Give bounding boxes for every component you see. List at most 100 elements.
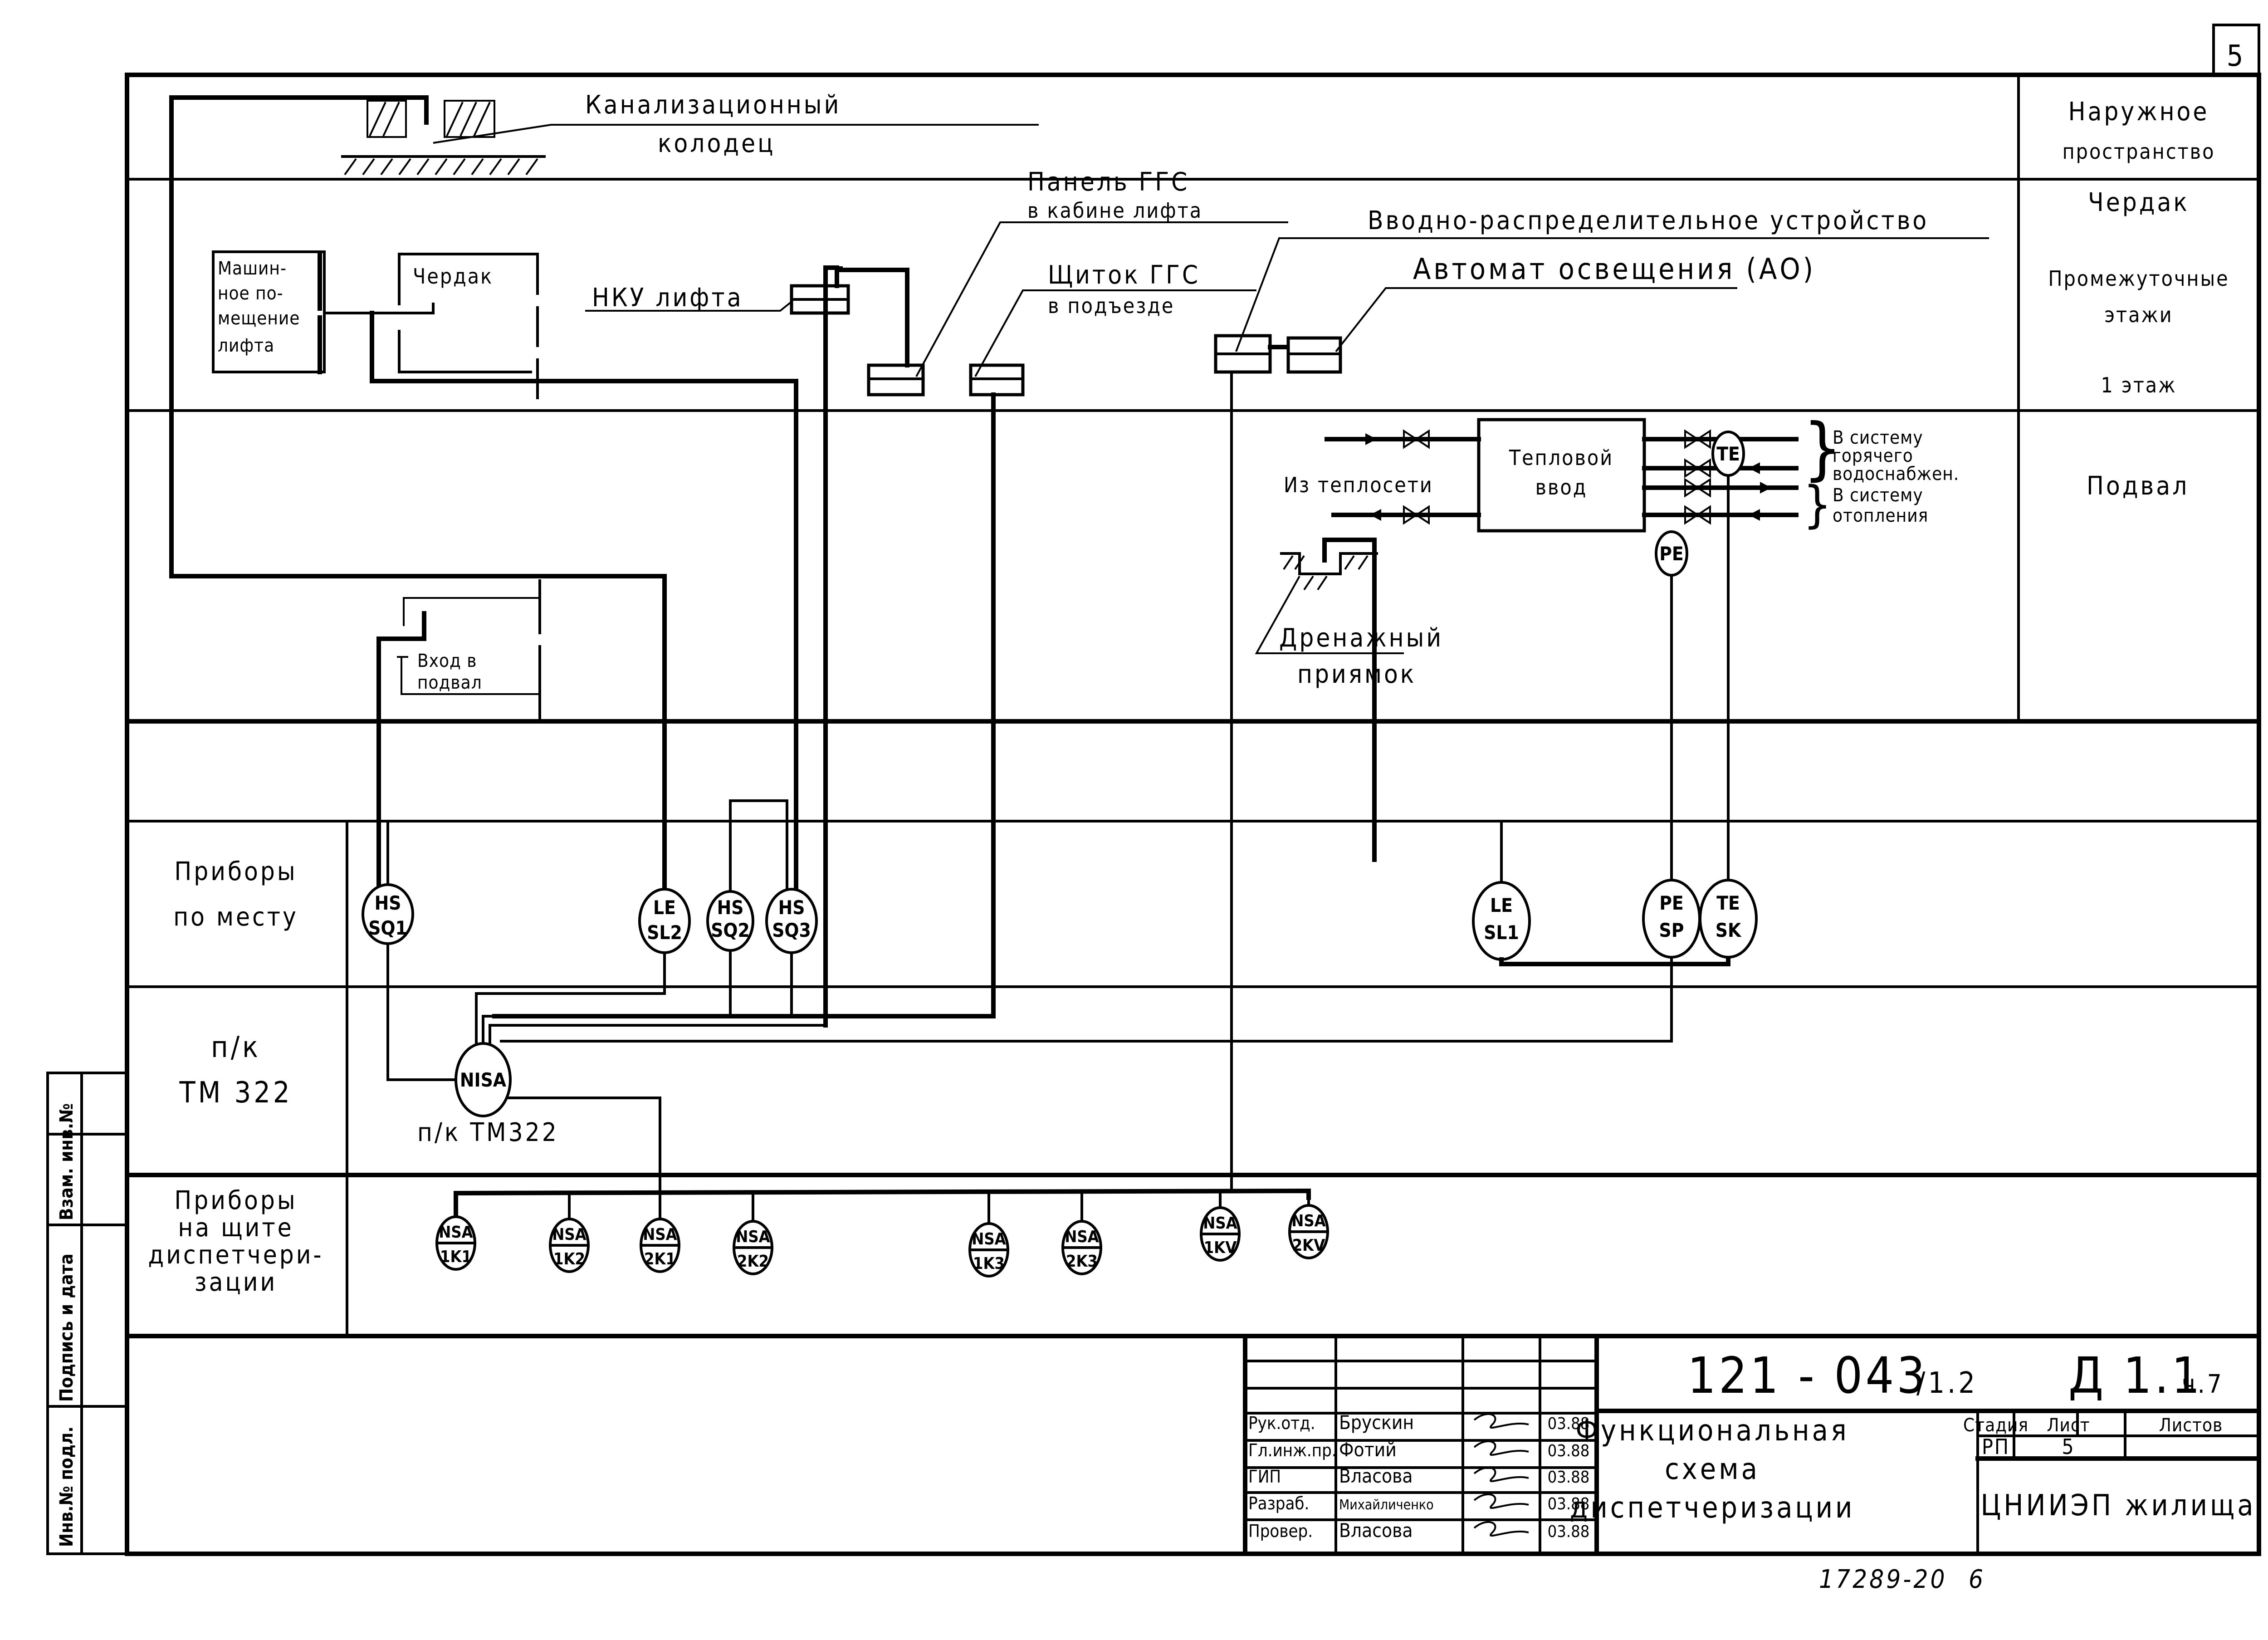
zone-labels: Наружное пространство Чердак Промежуточн… bbox=[2048, 97, 2229, 501]
sensor-pe-label: PE bbox=[1659, 543, 1684, 565]
nku-lift: НКУ лифта bbox=[585, 283, 850, 315]
svg-text:TE: TE bbox=[1716, 892, 1740, 914]
sensor-te-label: TE bbox=[1716, 443, 1740, 465]
panel-instrument-top-label: NSA bbox=[1291, 1212, 1326, 1230]
well-hatching bbox=[369, 102, 491, 137]
label-heat-input-2: ввод bbox=[1535, 475, 1588, 499]
signature-scribble bbox=[1473, 1521, 1529, 1537]
well-block-right bbox=[444, 100, 495, 138]
brace-icon: } bbox=[1803, 409, 1842, 488]
panel-instrument-top-label: NSA bbox=[736, 1228, 770, 1246]
row-labels: Приборы по месту п/к ТМ 322 Приборы на щ… bbox=[148, 857, 323, 1297]
row-field-line2: по месту bbox=[173, 902, 298, 932]
panel-instrument-bottom-label: 2K2 bbox=[737, 1252, 769, 1271]
instrument-hs-sq1: HS SQ1 bbox=[362, 820, 469, 1081]
wire-nisa-to-panel bbox=[507, 1097, 661, 1197]
panel-instrument-bottom-label: 2K1 bbox=[644, 1250, 676, 1268]
signature-date: 03.88 bbox=[1548, 1442, 1590, 1460]
signature-scribble bbox=[1473, 1493, 1529, 1509]
instrument-hs-sq2: HS SQ2 bbox=[706, 799, 788, 1018]
row-panel-line1: Приборы bbox=[174, 1186, 297, 1215]
label-ggs-board-2: в подъезде bbox=[1048, 294, 1174, 318]
heat-input-box bbox=[1477, 418, 1646, 533]
ggs-panel: Панель ГГС в кабине лифта bbox=[867, 167, 1288, 397]
valve-icon bbox=[1684, 429, 1711, 449]
valve-icon bbox=[1684, 458, 1711, 478]
album-code: Д 1.1 bbox=[2068, 1346, 2203, 1405]
ggs-board: Щиток ГГС в подъезде bbox=[969, 260, 1256, 397]
signature-role: Разраб. bbox=[1248, 1493, 1309, 1513]
stamp-signature-date: Подпись и дата bbox=[56, 1253, 77, 1402]
panel-instrument-top-label: NSA bbox=[1065, 1228, 1099, 1246]
valve-icon bbox=[1684, 505, 1711, 525]
label-to-hot-water-2: горячего bbox=[1833, 445, 1913, 466]
label-machine-room-4: лифта bbox=[218, 335, 274, 356]
instrument-te-sk: TE SK bbox=[1699, 879, 1758, 959]
organization: ЦНИИЭП жилища bbox=[1981, 1489, 2256, 1523]
svg-text:SL2: SL2 bbox=[647, 921, 682, 944]
panel-instrument-top-label: NSA bbox=[439, 1223, 473, 1242]
sewer-leader-line bbox=[433, 124, 1039, 144]
header-stage: Стадия bbox=[1963, 1415, 2028, 1436]
wire-drain-to-le-sl1 bbox=[1322, 538, 1377, 862]
doc-code-suffix: /1.2 bbox=[1916, 1366, 1978, 1400]
label-sewer-well-1: Канализационный bbox=[585, 90, 841, 120]
label-lighting-switch: Автомат освещения (АО) bbox=[1413, 253, 1816, 286]
signature-date: 03.88 bbox=[1548, 1415, 1590, 1433]
ggs-panel-leader bbox=[915, 221, 1288, 377]
ggs-board-leader bbox=[974, 289, 1256, 377]
label-pk-under-nisa: п/к ТМ322 bbox=[417, 1118, 559, 1147]
archive-number: 17289-20 bbox=[1819, 1565, 1947, 1594]
zone-middle-floors-line1: Промежуточные bbox=[2048, 266, 2229, 291]
nisa-hub-label: NISA bbox=[460, 1069, 507, 1091]
lighting-switch-leader bbox=[1335, 287, 1737, 352]
label-nku-lift: НКУ лифта bbox=[592, 283, 743, 313]
wire-sq2-sq3-to-nisa bbox=[482, 951, 793, 1065]
panel-instrument-top-label: NSA bbox=[1203, 1214, 1237, 1233]
row-panel-line4: зации bbox=[195, 1268, 277, 1297]
basement-entry: Вход в подвал bbox=[376, 579, 541, 891]
corner-sheet-number: 5 bbox=[2227, 39, 2246, 73]
label-ggs-panel-1: Панель ГГС bbox=[1027, 167, 1189, 197]
label-to-heating-2: отопления bbox=[1833, 505, 1928, 526]
signature-name: Брускин bbox=[1339, 1411, 1414, 1434]
instrument-hs-sq3: HS SQ3 bbox=[482, 888, 827, 1065]
panel-instrument-top-label: NSA bbox=[972, 1230, 1006, 1248]
row-field-line1: Приборы bbox=[174, 857, 297, 886]
attic-box: Чердак bbox=[398, 253, 539, 411]
panel-instrument-2k2: NSA 2K2 bbox=[733, 1192, 773, 1275]
panel-bus bbox=[454, 1188, 1311, 1218]
signature-role: Гл.инж.пр. bbox=[1248, 1440, 1337, 1460]
label-machine-room-2: ное по- bbox=[218, 283, 284, 304]
svg-text:LE: LE bbox=[653, 896, 676, 919]
label-from-heat-network: Из теплосети bbox=[1284, 473, 1433, 497]
archive-page: 6 bbox=[1969, 1565, 1985, 1594]
zone-first-floor: 1 этаж bbox=[2101, 373, 2177, 397]
wire-sq1-to-nisa bbox=[386, 942, 469, 1081]
album-part: ч.7 bbox=[2182, 1370, 2224, 1399]
ground-hatching bbox=[344, 158, 538, 176]
wire-ggs-panel bbox=[839, 268, 909, 367]
arrow-right-icon bbox=[1365, 433, 1377, 445]
signature-scribble bbox=[1473, 1466, 1529, 1483]
svg-text:SK: SK bbox=[1716, 919, 1742, 941]
wire-nku-to-nisa bbox=[489, 1024, 827, 1065]
side-stamp-col2 bbox=[80, 1072, 128, 1555]
row-panel-line3: диспетчери- bbox=[148, 1240, 323, 1270]
arrow-left-icon bbox=[1749, 509, 1760, 521]
wire-field-collector bbox=[1499, 955, 1730, 966]
stamp-inv-podl: Инв.№ подл. bbox=[56, 1426, 77, 1547]
signature-date: 03.88 bbox=[1548, 1468, 1590, 1487]
signature-role: Рук.отд. bbox=[1248, 1413, 1315, 1433]
signature-date: 03.88 bbox=[1548, 1495, 1590, 1513]
sewer-well: Канализационный колодец bbox=[341, 90, 1039, 176]
title-line-3: диспетчеризации bbox=[1570, 1491, 1855, 1525]
drain-pit-leader bbox=[1255, 576, 1404, 654]
header-sheet: Лист bbox=[2047, 1415, 2090, 1436]
wire-sewer-to-le-sl2 bbox=[169, 95, 667, 891]
